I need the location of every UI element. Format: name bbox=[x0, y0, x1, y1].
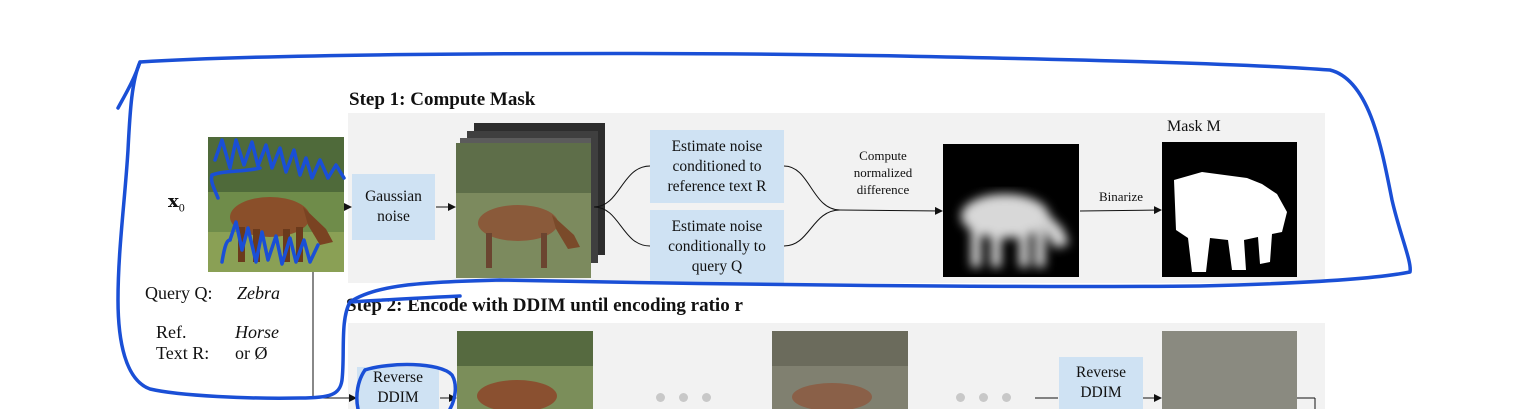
ellipsis-dot bbox=[956, 393, 965, 402]
binarize-label: Binarize bbox=[1098, 189, 1144, 204]
ref-value-line1: Horse bbox=[235, 322, 279, 342]
ellipsis-dot bbox=[979, 393, 988, 402]
ellipsis-dot bbox=[679, 393, 688, 402]
reverse-ddim-box-1: Reverse DDIM bbox=[357, 367, 439, 409]
ref-label-line1: Ref. bbox=[156, 322, 187, 342]
step1-heading: Step 1: Compute Mask bbox=[349, 89, 536, 110]
mask-label: Mask M bbox=[1167, 118, 1221, 135]
reverse-ddim-box-2: Reverse DDIM bbox=[1059, 357, 1143, 409]
binary-mask-image bbox=[1162, 142, 1297, 277]
step2-noisy-image-2 bbox=[772, 331, 908, 409]
query-value: Zebra bbox=[237, 283, 281, 303]
step2-heading: Step 2: Encode with DDIM until encoding … bbox=[346, 295, 743, 316]
ellipsis-dot bbox=[656, 393, 665, 402]
ref-value-line2: or Ø bbox=[235, 343, 268, 363]
gaussian-noise-box: Gaussian noise bbox=[352, 174, 435, 240]
query-label: Query Q: bbox=[145, 283, 213, 303]
step2-noisy-image-3 bbox=[1162, 331, 1297, 409]
ellipsis-dot bbox=[702, 393, 711, 402]
x0-label: x0 bbox=[168, 191, 185, 215]
noisy-image-stack bbox=[456, 123, 606, 278]
estimate-noise-query-box: Estimate noise conditionally to query Q bbox=[650, 210, 784, 283]
difference-map-image bbox=[943, 144, 1079, 277]
compute-difference-label: Compute normalized difference bbox=[853, 148, 913, 197]
ref-label-line2: Text R: bbox=[156, 343, 210, 363]
step2-noisy-image-1 bbox=[457, 331, 593, 409]
estimate-noise-reference-box: Estimate noise conditioned to reference … bbox=[650, 130, 784, 203]
ellipsis-dot bbox=[1002, 393, 1011, 402]
